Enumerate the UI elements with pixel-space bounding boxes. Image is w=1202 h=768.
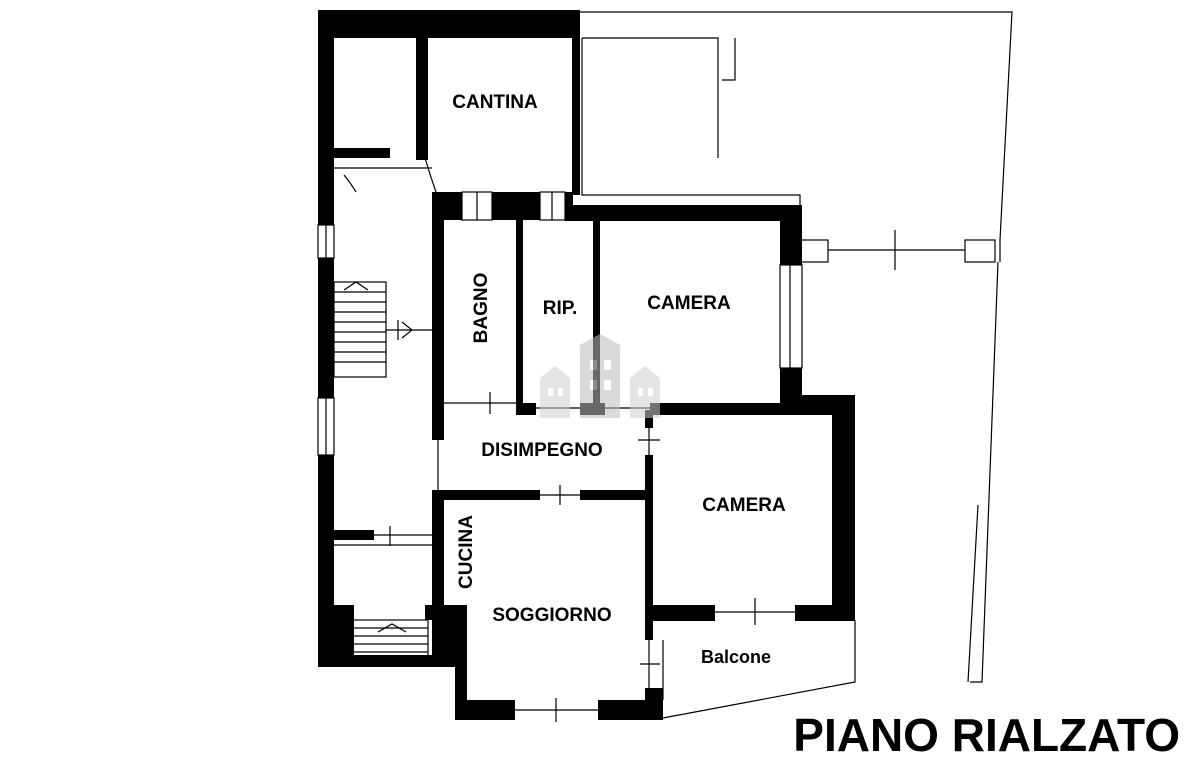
room-label-rip: RIP. <box>543 298 578 319</box>
room-label-balcone: Balcone <box>701 647 771 667</box>
room-label-disimpegno: DISIMPEGNO <box>481 440 602 461</box>
room-label-cantina: CANTINA <box>452 92 538 113</box>
building-watermark-icon <box>540 334 660 418</box>
room-label-camera-1: CAMERA <box>647 293 731 314</box>
courtyard-outline <box>580 11 1013 683</box>
room-label-camera-2: CAMERA <box>702 495 786 516</box>
room-label-cucina: CUCINA <box>456 515 477 589</box>
room-label-soggiorno: SOGGIORNO <box>492 605 611 626</box>
walls <box>318 10 855 720</box>
fixtures <box>317 157 856 722</box>
room-label-bagno: BAGNO <box>471 273 492 344</box>
floor-title: PIANO RIALZATO <box>793 709 1180 761</box>
